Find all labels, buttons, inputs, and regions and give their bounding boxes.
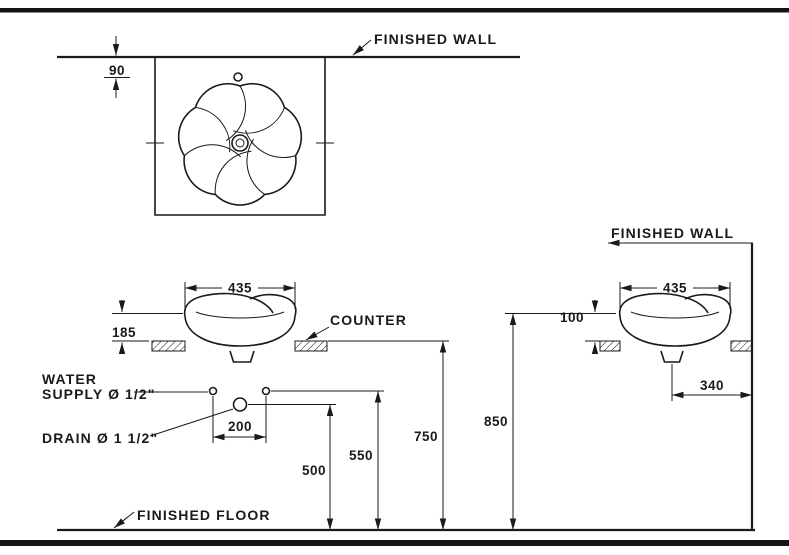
plan-drain-outer-circle xyxy=(231,134,249,152)
dim-basin-height: 185 xyxy=(112,325,136,340)
dim-340-lines xyxy=(671,364,752,401)
counter-leader xyxy=(305,326,330,341)
basin-plan-outline xyxy=(177,82,303,206)
dim-supply-height: 550 xyxy=(349,448,373,463)
dim-185-lines xyxy=(112,300,183,354)
front-counter xyxy=(151,340,328,352)
plan-counter-outline xyxy=(154,57,326,216)
side-view: FINISHED WALL 435 100 xyxy=(560,225,754,530)
basin-front-profile xyxy=(183,292,297,363)
water-supply-label-line2: SUPPLY Ø 1/2" xyxy=(42,386,156,402)
dim-500-lines xyxy=(248,404,336,530)
dim-rim-height: 850 xyxy=(484,414,508,429)
dim-90-lines xyxy=(104,36,130,98)
plan-view: 90 FINISHED WALL xyxy=(57,31,520,216)
dim-435-front-lines xyxy=(184,282,296,309)
height-dimensions: 500 550 750 850 xyxy=(248,313,616,530)
dim-drain-height: 500 xyxy=(302,463,326,478)
dim-550-lines xyxy=(271,390,384,530)
dim-counter-height: 750 xyxy=(414,429,438,444)
floor: FINISHED FLOOR xyxy=(57,507,755,532)
dim-front-width: 435 xyxy=(228,281,252,296)
dim-100-lines xyxy=(585,300,603,354)
rough-in-points xyxy=(208,386,271,412)
drain-leader xyxy=(149,408,234,437)
plan-drain-inner-circle xyxy=(235,138,245,148)
dim-200-lines xyxy=(212,396,267,443)
side-counter xyxy=(599,340,753,352)
drain-label: DRAIN Ø 1 1/2" xyxy=(42,430,158,446)
dim-faucet-from-wall: 90 xyxy=(109,63,125,78)
finished-wall-top-label: FINISHED WALL xyxy=(374,31,497,47)
dim-side-width: 435 xyxy=(663,281,687,296)
dim-side-rim-above-counter: 100 xyxy=(560,310,584,325)
finished-wall-side-label: FINISHED WALL xyxy=(611,225,734,241)
dim-850-lines xyxy=(505,313,616,530)
page-top-border xyxy=(0,8,789,13)
basin-petal-swirls xyxy=(184,85,296,195)
plan-faucet-hole xyxy=(233,72,243,82)
dim-drain-from-wall: 340 xyxy=(700,378,724,393)
finished-wall-top-leader xyxy=(352,39,372,56)
basin-side-profile xyxy=(618,292,732,363)
front-view: 435 185 COUNTER WATER SUPPLY Ø 1/2" DRAI… xyxy=(42,281,407,447)
finished-floor-label: FINISHED FLOOR xyxy=(137,507,271,523)
dim-435-side-lines xyxy=(619,282,731,309)
page-bottom-border xyxy=(0,540,789,546)
water-supply-label-line1: WATER xyxy=(42,371,97,387)
dim-750-lines xyxy=(328,340,449,530)
finished-floor-leader xyxy=(113,511,135,529)
counter-label: COUNTER xyxy=(330,312,407,328)
dim-supply-spacing: 200 xyxy=(228,419,252,434)
